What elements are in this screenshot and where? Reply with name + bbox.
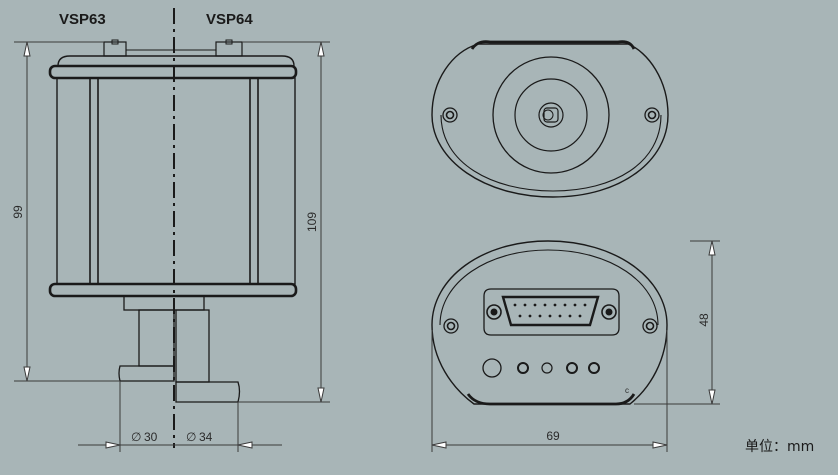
width-dimension — [431, 330, 668, 452]
depth-label: 48 — [697, 313, 711, 327]
front-view — [431, 240, 668, 406]
diameter-symbol-left: ∅ — [131, 430, 141, 444]
top-view — [431, 40, 669, 198]
small-mark-label: c — [625, 386, 629, 395]
mounting-screw-icon — [642, 318, 658, 334]
status-led-icon — [482, 358, 600, 378]
right-model-title: VSP64 — [206, 11, 253, 28]
diameter-label-right: 34 — [199, 430, 213, 444]
diameter-dimension — [78, 381, 282, 452]
mounting-screw-icon — [442, 107, 458, 123]
width-label: 69 — [546, 429, 560, 443]
left-model-title: VSP63 — [59, 11, 106, 28]
height-dimension-right — [238, 41, 330, 403]
mounting-screw-icon — [443, 318, 459, 334]
height-label-left: 99 — [11, 205, 25, 219]
depth-dimension — [634, 240, 720, 405]
height-dimension-left — [14, 41, 120, 382]
diameter-label-left: 30 — [144, 430, 158, 444]
mounting-screw-icon — [644, 107, 660, 123]
unit-label: 单位：mm — [745, 439, 814, 455]
height-label-right: 109 — [305, 212, 319, 232]
d-sub-connector-icon — [483, 288, 620, 336]
diameter-symbol-right: ∅ — [186, 430, 196, 444]
